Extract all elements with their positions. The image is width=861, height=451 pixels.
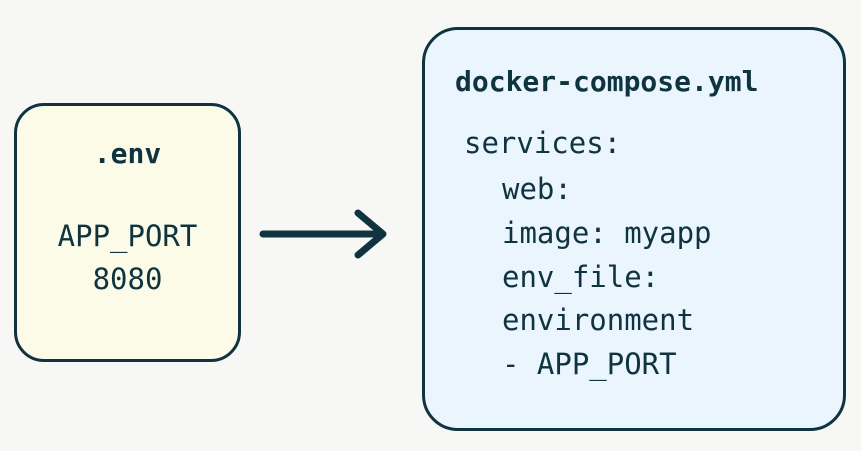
yaml-line-services: services: xyxy=(464,126,622,160)
right-arrow-icon xyxy=(259,209,387,259)
compose-file-title: docker-compose.yml xyxy=(455,65,759,98)
env-file-card: .env APP_PORT 8080 xyxy=(14,103,241,362)
env-file-title: .env xyxy=(93,137,162,170)
env-variable-value: 8080 xyxy=(92,262,163,296)
compose-file-card: docker-compose.yml services: web: image:… xyxy=(422,27,846,431)
env-variable-name: APP_PORT xyxy=(57,219,198,253)
yaml-line-env-file: env_file: xyxy=(502,260,660,294)
yaml-line-image: image: myapp xyxy=(502,216,712,250)
yaml-line-app-port: - APP_PORT xyxy=(502,347,677,381)
yaml-line-environment: environment xyxy=(502,303,695,337)
yaml-line-web: web: xyxy=(502,172,572,206)
